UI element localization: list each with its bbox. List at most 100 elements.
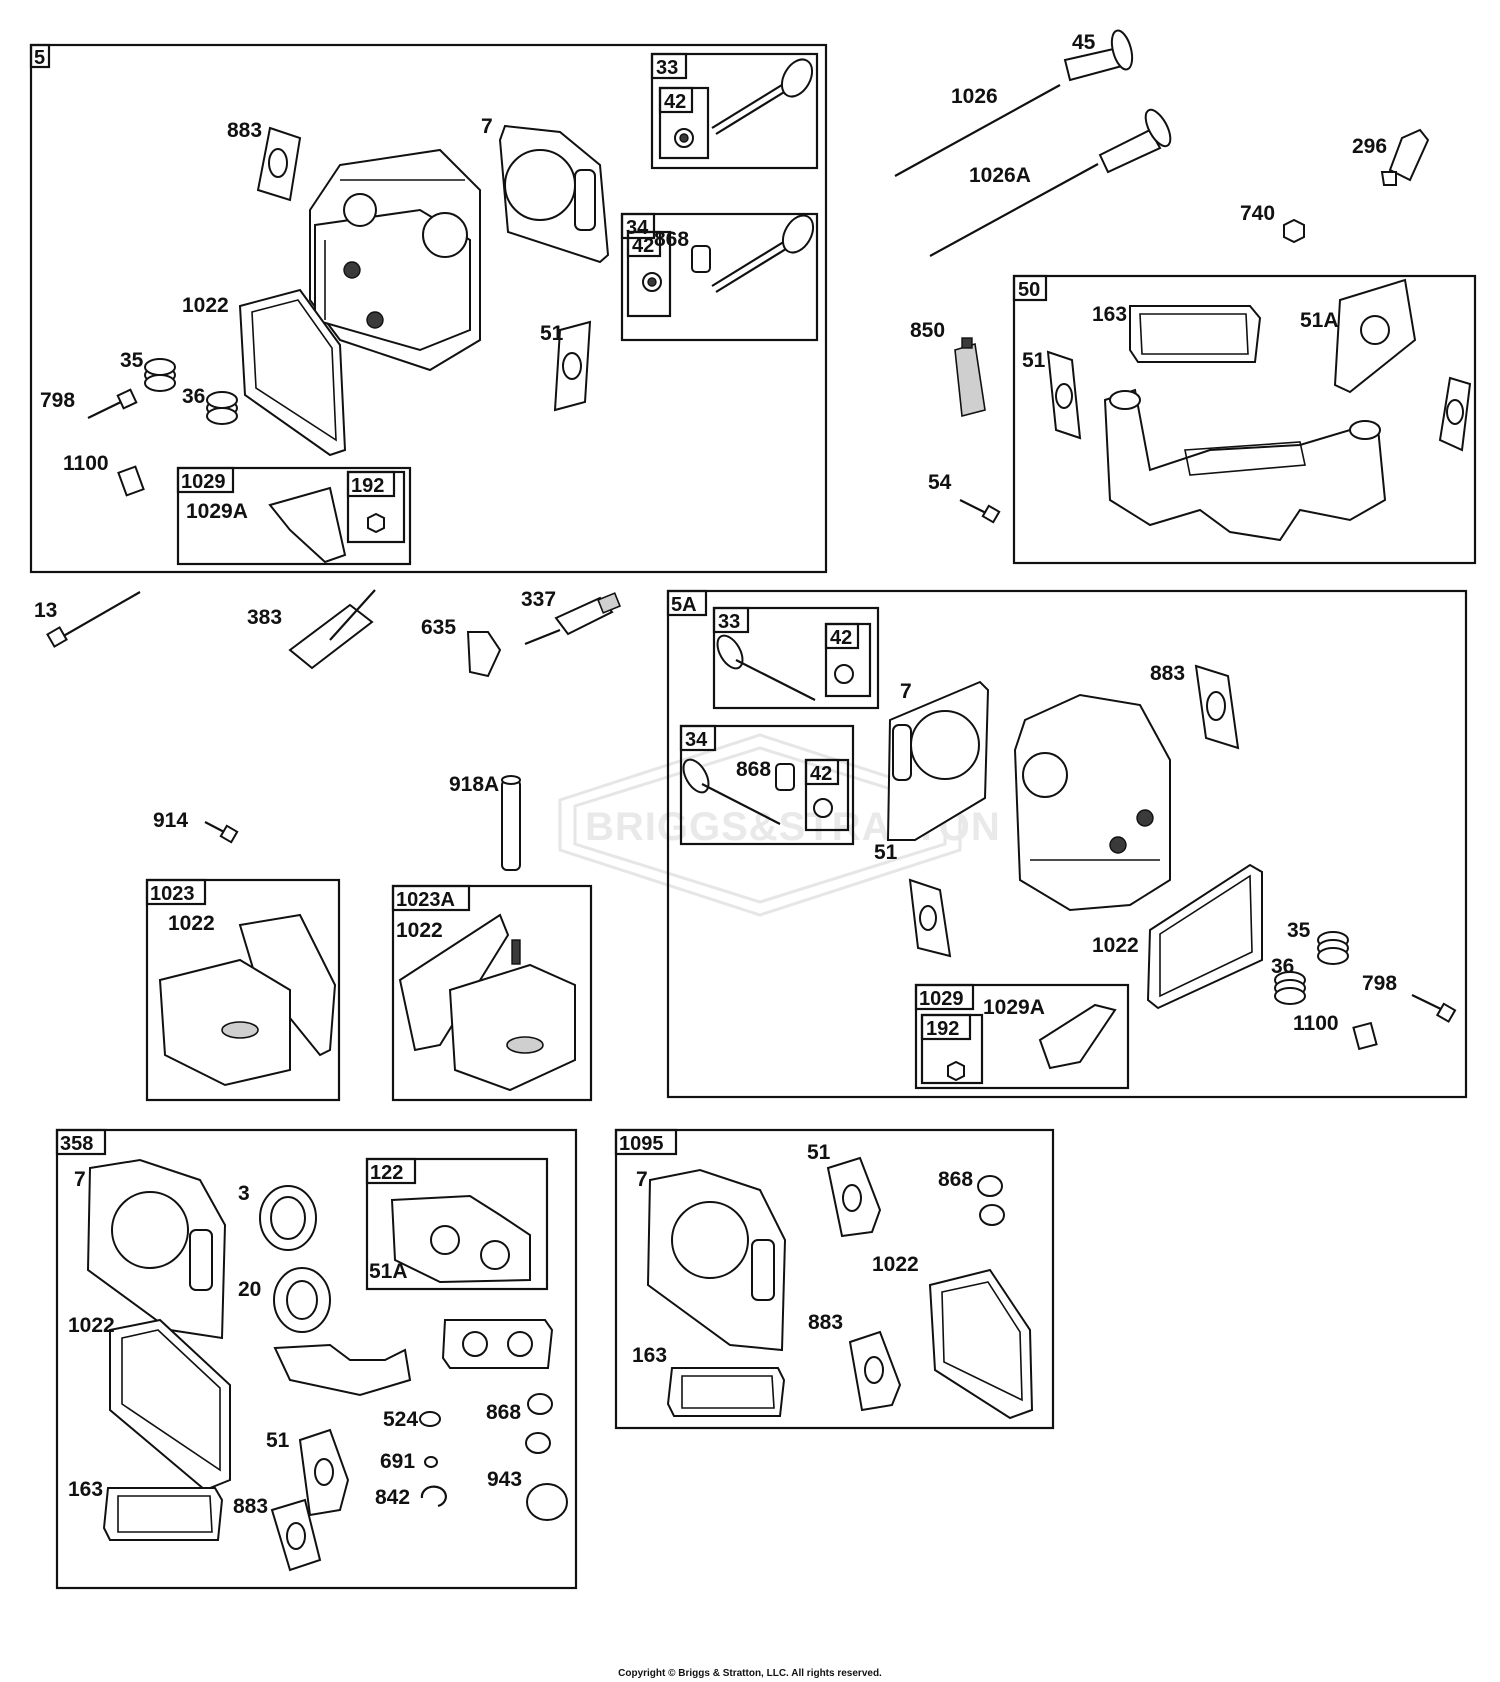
group-5A-tag: 5A <box>671 594 697 616</box>
label-1022: 1022 <box>182 294 229 317</box>
label-842: 842 <box>375 1486 410 1509</box>
label-943: 943 <box>487 1468 522 1491</box>
label-7: 7 <box>481 115 493 138</box>
label-914: 914 <box>153 809 188 832</box>
label-1026A: 1026A <box>969 164 1031 187</box>
label-163: 163 <box>632 1344 667 1367</box>
clip-icon <box>117 465 145 497</box>
label-7: 7 <box>74 1168 86 1191</box>
group-358-tag: 358 <box>60 1133 93 1155</box>
valve-1026A-icon <box>929 108 1172 257</box>
valve-cover-icon <box>398 913 576 1092</box>
valve-45-icon <box>1063 29 1134 82</box>
group-33b-tag: 33 <box>718 611 740 633</box>
group-358-box: 358 <box>55 1128 578 1590</box>
seal-20-icon <box>273 1267 331 1333</box>
label-1022: 1022 <box>1092 934 1139 957</box>
spark-plug-boot-635-icon <box>466 631 502 678</box>
group-1023-tag: 1023 <box>150 883 195 905</box>
label-36: 36 <box>182 385 205 408</box>
label-51: 51 <box>540 322 564 345</box>
label-51A: 51A <box>1300 309 1339 332</box>
group-1023A-tag: 1023A <box>396 889 455 911</box>
group-42c-tag: 42 <box>830 627 852 649</box>
gasket-163-icon <box>1129 305 1262 363</box>
label-1026: 1026 <box>951 85 998 108</box>
group-1023A-box: 1023A <box>391 884 593 1102</box>
gasket-set-icon <box>390 1194 531 1284</box>
push-rod-1026-icon <box>894 84 1061 177</box>
gasket-51-icon <box>298 1428 350 1517</box>
spring-icon <box>1317 931 1349 965</box>
label-51: 51 <box>874 841 898 864</box>
label-850: 850 <box>910 319 945 342</box>
label-883: 883 <box>227 119 262 142</box>
tube-918A-icon <box>501 775 521 871</box>
label-883: 883 <box>808 1311 843 1334</box>
label-1022: 1022 <box>68 1314 115 1337</box>
seal-868-icon <box>977 1175 1005 1226</box>
label-1029A: 1029A <box>983 996 1045 1019</box>
clip-842-icon <box>420 1485 447 1508</box>
valve-cover-gasket-icon <box>238 288 347 457</box>
group-122-box: 122 <box>365 1157 549 1291</box>
bolt-icon <box>87 388 138 419</box>
head-gasket-icon <box>886 680 990 841</box>
group-1029-tag: 1029 <box>181 471 226 493</box>
gasket-51-icon <box>1438 376 1472 452</box>
group-1095-box: 1095 <box>614 1128 1055 1430</box>
gasket-883-icon <box>1194 664 1240 750</box>
valve-seal-icon <box>691 245 711 273</box>
nut-740-icon <box>1283 218 1305 244</box>
valve-keeper-icon <box>813 798 833 818</box>
gasket-883-icon <box>270 1498 322 1572</box>
label-868: 868 <box>654 228 689 251</box>
head-gasket-icon <box>498 124 610 264</box>
cylinder-head-icon <box>309 148 481 372</box>
group-33-tag: 33 <box>656 57 678 79</box>
stud-296-icon <box>1380 128 1430 186</box>
group-1029b-tag: 1029 <box>919 988 964 1010</box>
gasket-883-icon <box>848 1330 902 1412</box>
cylinder-head-icon <box>1013 693 1171 912</box>
label-51: 51 <box>1022 349 1046 372</box>
label-36: 36 <box>1271 955 1294 978</box>
bolt-icon <box>1411 994 1457 1023</box>
valve-seal-icon <box>775 763 795 791</box>
bolt-54-icon <box>959 499 1001 524</box>
group-192-tag: 192 <box>351 475 384 497</box>
group-1095-tag: 1095 <box>619 1133 664 1155</box>
group-42d-tag: 42 <box>810 763 832 785</box>
label-868: 868 <box>486 1401 521 1424</box>
bolt-914-icon <box>204 821 239 844</box>
label-883: 883 <box>1150 662 1185 685</box>
label-51: 51 <box>266 1429 290 1452</box>
rocker-arm-icon <box>268 486 347 564</box>
label-798: 798 <box>1362 972 1397 995</box>
label-163: 163 <box>68 1478 103 1501</box>
group-34b-tag: 34 <box>685 729 708 751</box>
valve-icon <box>682 758 781 825</box>
group-34b-box: 34 42 <box>679 724 855 846</box>
intake-gasket-icon <box>553 320 592 412</box>
nut-icon <box>367 512 385 534</box>
bolt-13-icon <box>46 591 141 648</box>
group-5A-box: 5A <box>666 589 1468 1099</box>
label-635: 635 <box>421 616 456 639</box>
group-34-tag: 34 <box>626 217 649 239</box>
group-33-box: 33 42 <box>650 52 819 170</box>
nut-icon <box>947 1060 965 1082</box>
gasket-163-icon <box>102 1487 224 1541</box>
label-296: 296 <box>1352 135 1387 158</box>
gasket-51A-icon <box>1333 278 1417 394</box>
spring-icon <box>1274 971 1306 1005</box>
group-1029b-box: 1029 192 <box>914 983 1130 1090</box>
group-50-box: 50 <box>1012 274 1477 565</box>
gasket-51-icon <box>1046 350 1082 440</box>
sealant-tube-850-icon <box>954 337 986 418</box>
label-163: 163 <box>1092 303 1127 326</box>
label-1100: 1100 <box>63 452 109 475</box>
label-35: 35 <box>120 349 144 372</box>
group-122-tag: 122 <box>370 1162 403 1184</box>
